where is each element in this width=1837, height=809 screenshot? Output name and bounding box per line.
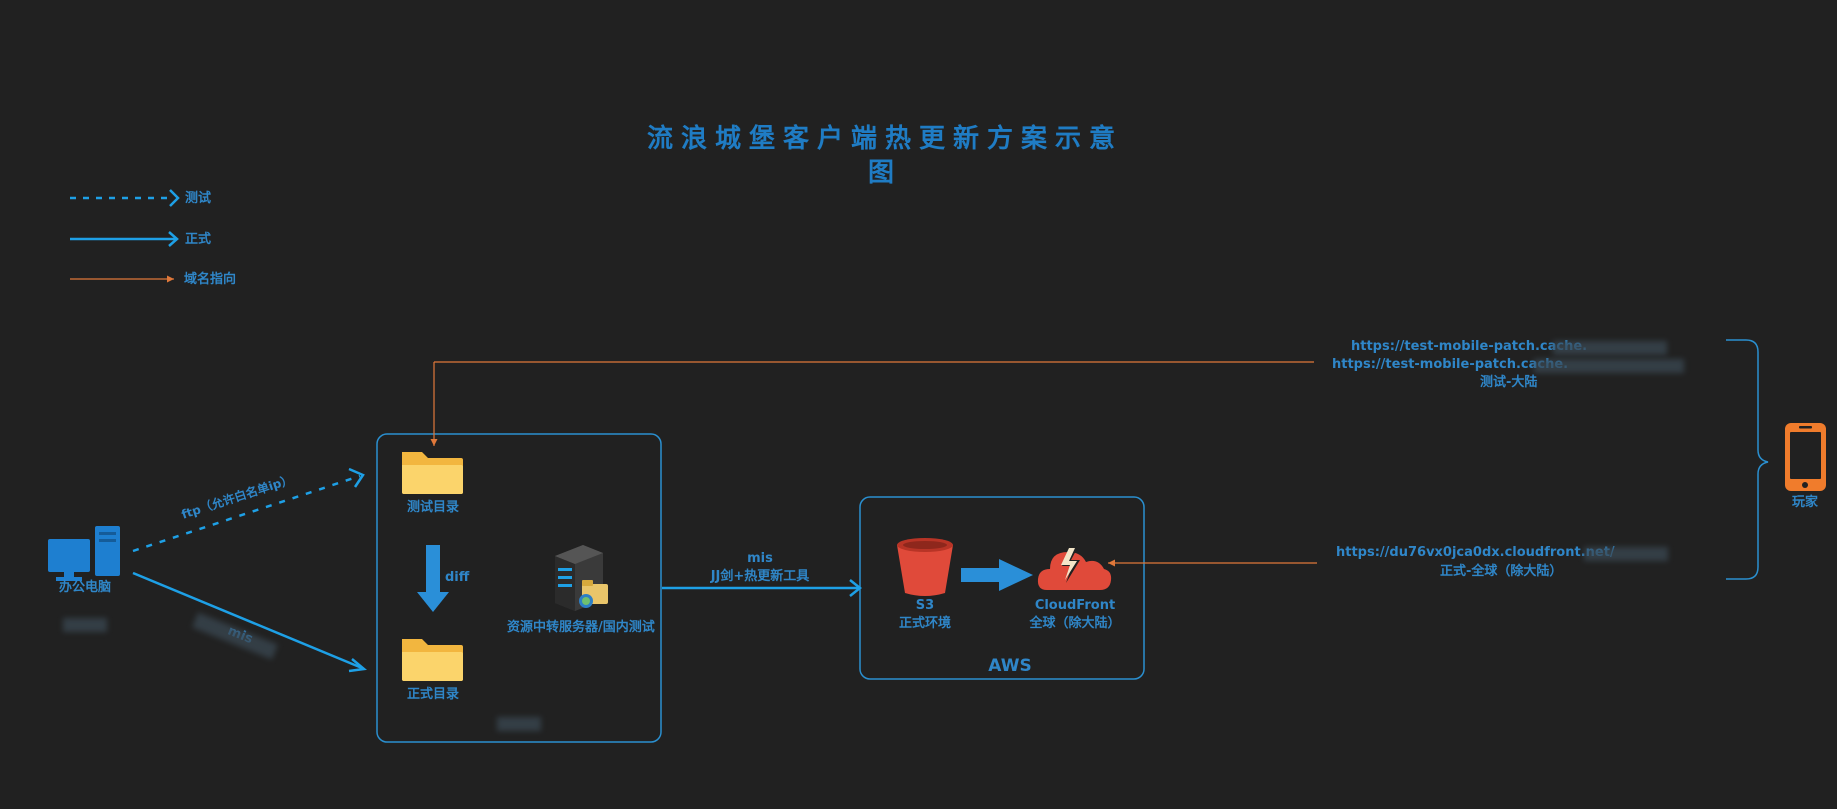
cloudfront-icon <box>1037 547 1112 590</box>
test-url-caption: 测试-大陆 <box>1480 375 1538 390</box>
s3-bucket-icon <box>897 538 953 596</box>
server-icon <box>555 545 608 611</box>
relay-server-label: 资源中转服务器/国内测试 <box>507 620 655 635</box>
prod-url-caption: 正式-全球（除大陆） <box>1440 564 1563 579</box>
ftp-dashed-arrow <box>132 467 365 553</box>
aws-label: AWS <box>988 656 1032 676</box>
diagram-title: 流浪城堡客户端热更新方案示意 图 <box>640 122 1130 190</box>
relay-to-s3-arrow <box>662 579 863 597</box>
title-line-1: 流浪城堡客户端热更新方案示意 <box>646 124 1123 154</box>
diff-down-arrow <box>417 545 449 612</box>
redacted-region <box>63 618 107 632</box>
redacted-region <box>1584 547 1668 561</box>
test-url-1: https://test-mobile-patch.cache. <box>1351 339 1588 354</box>
s3-sublabel: 正式环境 <box>898 616 951 631</box>
domain-pointer-test <box>430 361 1314 446</box>
legend-test-label: 测试 <box>185 191 212 206</box>
redacted-region <box>497 717 541 731</box>
test-folder-icon <box>402 452 463 494</box>
phone-icon <box>1785 423 1826 491</box>
office-pc-icon <box>48 526 120 581</box>
s3-label: S3 <box>915 598 935 613</box>
legend-domain-label: 域名指向 <box>184 272 237 287</box>
office-pc-label: 办公电脑 <box>58 580 111 595</box>
s3-to-cloudfront-arrow <box>961 559 1033 591</box>
legend-dashed-line <box>70 189 180 207</box>
redacted-region <box>1553 341 1667 355</box>
diff-label: diff <box>445 570 470 585</box>
player-bracket <box>1726 339 1769 580</box>
cloudfront-sublabel: 全球（除大陆） <box>1029 616 1121 631</box>
prod-url-1: https://du76vx0jca0dx.cloudfront.net/ <box>1336 545 1615 560</box>
mis-right-edge-label: mis <box>747 551 773 566</box>
test-url-2: https://test-mobile-patch.cache. <box>1332 357 1569 372</box>
relay-server-box <box>376 433 662 743</box>
legend-solid-line <box>70 231 179 247</box>
mis-right-edge-sublabel: JJ剑+热更新工具 <box>710 569 810 584</box>
legend-prod-label: 正式 <box>185 232 212 247</box>
player-label: 玩家 <box>1791 495 1818 510</box>
title-line-2: 图 <box>867 158 902 188</box>
mis-solid-arrow <box>132 571 367 673</box>
cloudfront-label: CloudFront <box>1034 598 1116 613</box>
prod-folder-icon <box>402 639 463 681</box>
test-dir-label: 测试目录 <box>406 500 459 515</box>
redacted-region <box>1534 359 1684 373</box>
prod-dir-label: 正式目录 <box>406 687 459 702</box>
